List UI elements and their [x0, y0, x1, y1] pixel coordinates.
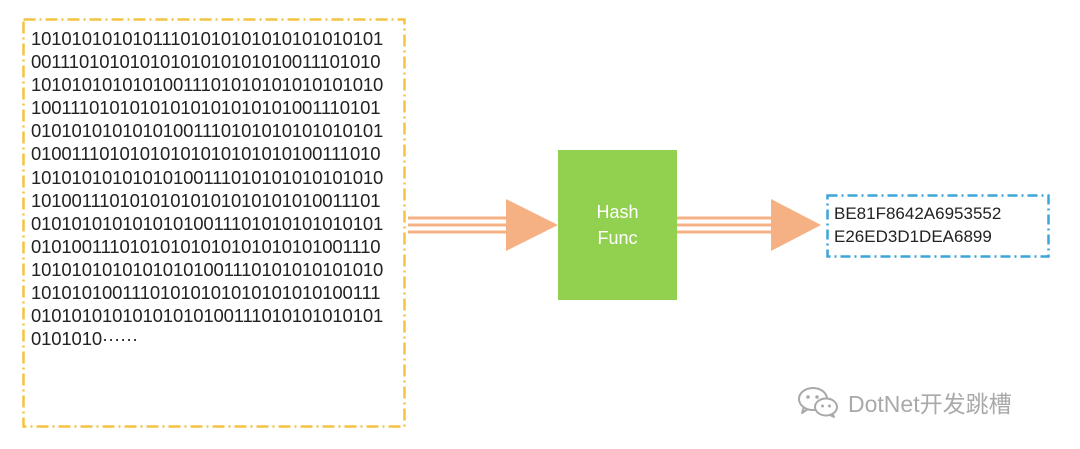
- binary-line: 10011101010101010101010101001110101: [31, 97, 381, 119]
- arrow-to-hash: [408, 199, 558, 251]
- hash-label-line1: Hash: [596, 202, 639, 222]
- digest-line: E26ED3D1DEA6899: [834, 227, 992, 246]
- watermark: DotNet开发跳槽: [796, 385, 1012, 419]
- binary-line: 01010011101010101010101010101001110: [31, 235, 381, 257]
- hash-output-box: BE81F8642A6953552 E26ED3D1DEA6899: [826, 194, 1050, 258]
- binary-line: 10101010011101010101010101010100111: [31, 282, 381, 304]
- binary-line: 10101010101010101001110101010101010: [31, 258, 384, 280]
- binary-line: 01010101010101010100111010101010101: [31, 305, 384, 327]
- digest-line: BE81F8642A6953552: [834, 204, 1002, 223]
- binary-data: 10101010101011101010101010101010101 0011…: [31, 27, 383, 350]
- binary-line: 01001110101010101010101010100111010: [31, 143, 381, 165]
- hash-function-box: Hash Func: [558, 150, 677, 300]
- wechat-icon: [798, 387, 838, 418]
- watermark-text: DotNet开发跳槽: [848, 391, 1012, 417]
- binary-line: 01010101010101010011101010101010101: [31, 212, 384, 234]
- arrow-to-output: [677, 199, 821, 251]
- binary-line: 10101010101011101010101010101010101: [31, 28, 384, 49]
- hash-digest: BE81F8642A6953552 E26ED3D1DEA6899: [834, 202, 1001, 248]
- binary-line: 10101010101010100111010101010101010: [31, 166, 384, 188]
- binary-line: 01010101010101001110101010101010101: [31, 120, 384, 142]
- input-box-border: [22, 18, 406, 428]
- hash-label-line2: Func: [597, 228, 638, 248]
- binary-line: 10100111010101010101010101010011101: [31, 189, 381, 211]
- binary-line: 00111010101010101010101010011101010: [31, 51, 381, 73]
- input-data-box: 10101010101011101010101010101010101 0011…: [22, 18, 406, 428]
- binary-line: 10101010101010011101010101010101010: [31, 74, 384, 96]
- binary-line: 0101010······: [31, 328, 139, 350]
